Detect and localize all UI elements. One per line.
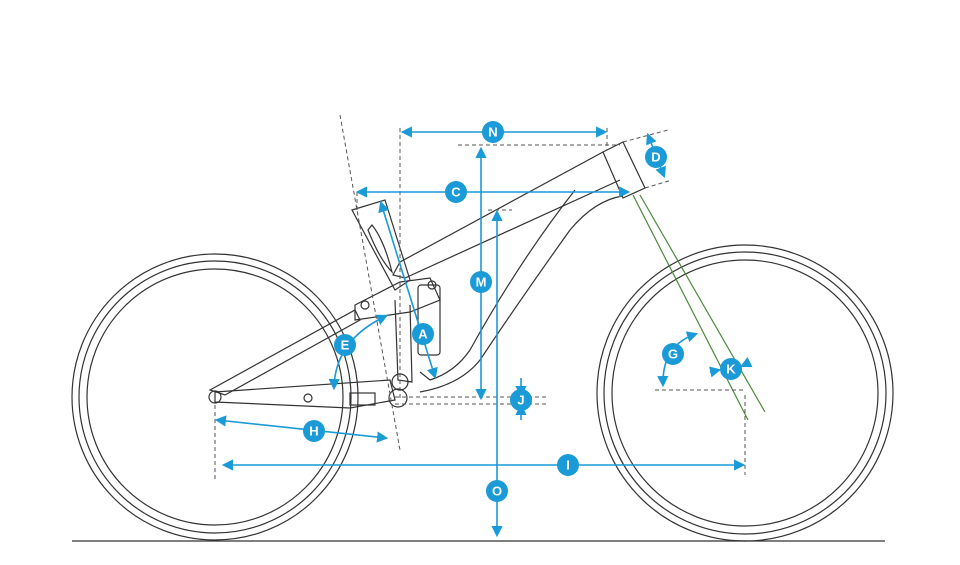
label-h: H [303,420,325,442]
label-k: K [720,358,742,380]
label-i: I [557,454,579,476]
svg-text:I: I [566,458,570,473]
label-c: C [445,181,467,203]
label-g: G [662,343,684,365]
svg-text:D: D [651,150,660,165]
svg-text:N: N [488,125,497,140]
svg-text:H: H [309,424,318,439]
arrow-k-right [739,356,753,368]
svg-text:C: C [451,185,461,200]
svg-text:M: M [476,275,487,290]
arrow-k-left [709,366,722,378]
svg-text:J: J [517,393,524,408]
label-j: J [510,389,532,411]
svg-text:A: A [418,327,428,342]
label-a: A [412,323,434,345]
label-d: D [645,146,667,168]
label-e: E [334,334,356,356]
arrow-a [378,200,438,380]
reference-lines [214,114,746,482]
svg-text:O: O [492,484,502,499]
label-n: N [482,121,504,143]
svg-text:G: G [668,347,678,362]
svg-text:E: E [341,338,350,353]
label-o: O [486,480,508,502]
fork [632,194,766,421]
dimension-arrows [214,126,753,538]
svg-text:K: K [726,362,736,377]
rear-wheel [71,253,359,541]
arrow-h [214,415,389,443]
label-m: M [470,271,492,293]
front-wheel [596,244,894,542]
